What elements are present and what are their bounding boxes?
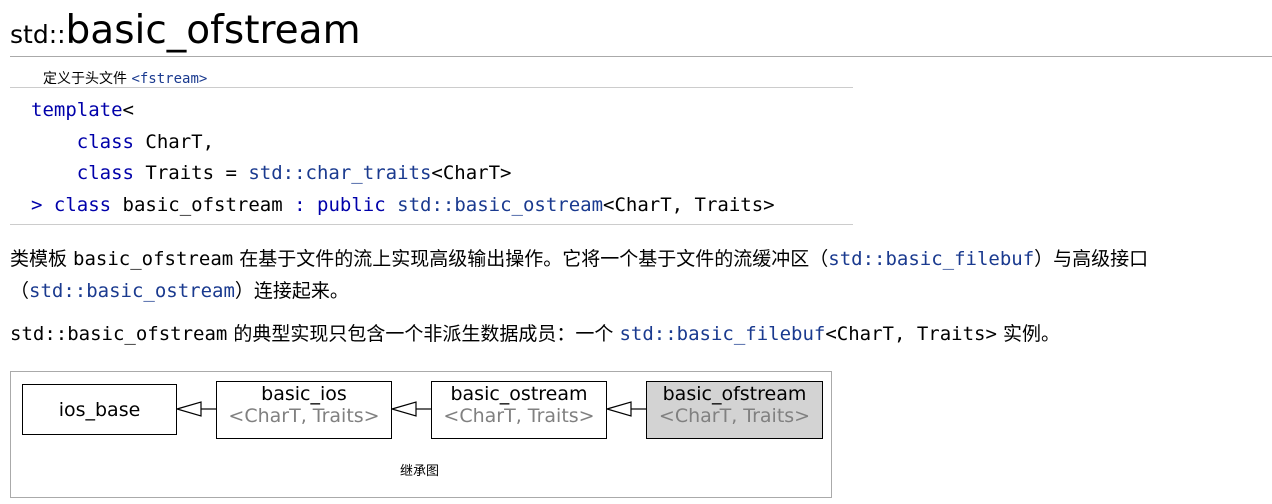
decl-text: basic_ofstream: [111, 193, 295, 216]
para-text: 的典型实现只包含一个非派生数据成员：一个: [227, 323, 620, 345]
decl-punct: >: [31, 193, 54, 216]
para-text: 类模板: [10, 248, 74, 270]
declaration-divider: [10, 224, 853, 225]
char-traits-link[interactable]: std::char_traits: [248, 162, 432, 184]
inheritance-caption: 继承图: [400, 464, 440, 479]
decl-text: <CharT, Traits>: [603, 193, 775, 216]
description-paragraph: 类模板 basic_ofstream 在基于文件的流上实现高级输出操作。它将一个…: [10, 243, 1148, 307]
class-keyword: class: [76, 162, 134, 184]
basic-ostream-link[interactable]: std::basic_ostream: [397, 193, 604, 216]
inline-code: basic_ofstream: [73, 248, 234, 270]
title-class-name: basic_ofstream: [65, 8, 361, 53]
decl-text: <CharT>: [431, 162, 512, 184]
basic-filebuf-link[interactable]: std::basic_filebuf: [619, 323, 826, 345]
node-name: basic_ofstream: [662, 383, 807, 405]
inheritance-arrowhead: [389, 401, 417, 417]
title-namespace: std::: [10, 20, 66, 49]
decl-text: Traits =: [133, 162, 249, 184]
decl-text: CharT,: [133, 130, 215, 153]
header-divider: [10, 87, 853, 88]
para-text: （: [10, 280, 30, 302]
node-name: ios_base: [58, 399, 141, 421]
basic-ostream-link[interactable]: std::basic_ostream: [29, 280, 235, 302]
decl-punct: <: [122, 99, 134, 121]
implementation-paragraph: std::basic_ofstream 的典型实现只包含一个非派生数据成员：一个…: [10, 318, 1060, 350]
para-text: ）连接起来。: [234, 280, 349, 302]
header-include: 定义于头文件 <fstream>: [43, 68, 207, 88]
inheritance-arrowhead: [174, 401, 202, 417]
header-file-link[interactable]: <fstream>: [131, 71, 208, 87]
node-ios-base[interactable]: ios_base: [22, 384, 177, 435]
para-text: ）与高级接口: [1034, 248, 1149, 270]
public-keyword: public: [317, 193, 386, 216]
inheritance-diagram-frame: [10, 371, 832, 498]
inline-code: <CharT, Traits>: [825, 323, 997, 345]
para-text: 在基于文件的流上实现高级输出操作。它将一个基于文件的流缓冲区（: [233, 248, 829, 270]
node-basic-ofstream: basic_ofstream <CharT, Traits>: [646, 381, 823, 439]
header-prefix: 定义于头文件: [43, 71, 127, 87]
class-keyword: class: [53, 193, 112, 216]
class-keyword: class: [76, 130, 134, 153]
decl-punct: :: [294, 193, 306, 216]
node-template-args: <CharT, Traits>: [658, 405, 811, 427]
node-template-args: <CharT, Traits>: [443, 405, 595, 427]
inline-code: std::basic_ofstream: [10, 323, 228, 345]
node-template-args: <CharT, Traits>: [228, 405, 380, 427]
node-name: basic_ios: [261, 383, 347, 405]
template-keyword: template: [31, 99, 123, 121]
inheritance-arrowhead: [604, 401, 632, 417]
page-title: std::basic_ofstream: [10, 8, 1272, 57]
para-text: 实例。: [996, 323, 1060, 345]
node-basic-ostream[interactable]: basic_ostream <CharT, Traits>: [431, 381, 607, 439]
basic-filebuf-link[interactable]: std::basic_filebuf: [828, 248, 1035, 270]
node-name: basic_ostream: [450, 383, 588, 405]
node-basic-ios[interactable]: basic_ios <CharT, Traits>: [216, 381, 392, 439]
class-declaration: template< class CharT, class Traits = st…: [31, 95, 775, 221]
